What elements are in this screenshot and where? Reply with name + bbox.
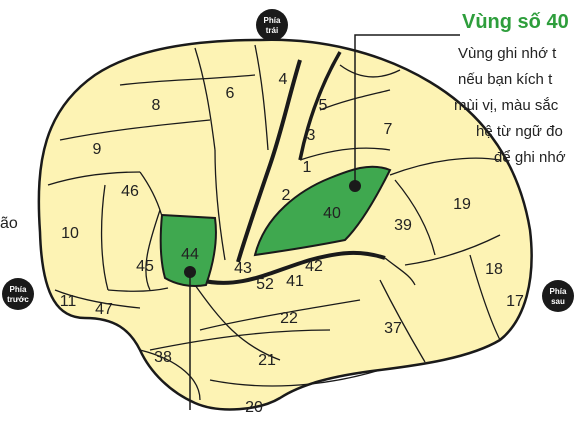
badge-front-line2: trước <box>7 295 29 304</box>
area-label-5: 5 <box>319 97 328 114</box>
area-label-46: 46 <box>121 183 139 200</box>
area-label-22: 22 <box>280 310 298 327</box>
area-label-20: 20 <box>245 399 263 416</box>
callout-line-4: hệ từ ngữ đo <box>476 123 563 140</box>
badge-top-line2: trái <box>266 26 278 35</box>
area-label-7: 7 <box>384 121 393 138</box>
badge-back: Phía sau <box>542 280 574 312</box>
area-label-19: 19 <box>453 196 471 213</box>
badge-back-line1: Phía <box>550 287 567 296</box>
badge-top: Phía trái <box>256 9 288 41</box>
area-label-37: 37 <box>384 320 402 337</box>
callout-line-1: Vùng ghi nhớ t <box>458 45 557 62</box>
area-label-47: 47 <box>95 301 113 318</box>
callout-line-5: để ghi nhớ <box>494 149 566 166</box>
badge-back-line2: sau <box>551 297 565 306</box>
area-label-11: 11 <box>60 293 77 310</box>
area-label-43: 43 <box>234 260 252 277</box>
area-label-6: 6 <box>226 85 235 102</box>
area-label-42: 42 <box>305 258 323 275</box>
area-label-3: 3 <box>307 127 316 144</box>
area-label-18: 18 <box>485 261 503 278</box>
badge-top-line1: Phía <box>264 16 281 25</box>
area-label-17: 17 <box>506 293 524 310</box>
area-label-52: 52 <box>256 276 274 293</box>
area-label-41: 41 <box>286 273 304 290</box>
badge-front: Phía trước <box>2 278 34 310</box>
area-label-9: 9 <box>93 141 102 158</box>
badge-front-line1: Phía <box>10 285 27 294</box>
area-label-39: 39 <box>394 217 412 234</box>
callout-line-2: nếu bạn kích t <box>458 71 553 88</box>
area-label-10: 10 <box>61 225 79 242</box>
area-label-44: 44 <box>181 246 199 263</box>
left-side-text: ão <box>0 215 18 232</box>
callout-line-3: mùi vị, màu sắc <box>454 97 559 114</box>
callout-title: Vùng số 40 <box>462 11 569 33</box>
area-label-2: 2 <box>282 187 291 204</box>
area-label-40: 40 <box>323 205 341 222</box>
area-label-4: 4 <box>279 71 288 88</box>
area-label-8: 8 <box>152 97 161 114</box>
area-label-1: 1 <box>303 159 312 176</box>
area-label-38: 38 <box>154 349 172 366</box>
area-label-45: 45 <box>136 258 154 275</box>
area-44-marker <box>184 266 196 278</box>
area-label-21: 21 <box>258 352 276 369</box>
area-40-marker <box>349 180 361 192</box>
